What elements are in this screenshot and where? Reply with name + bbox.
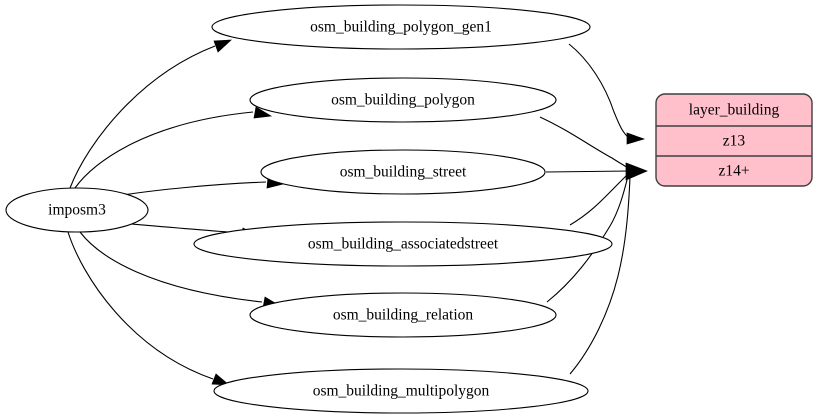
edge-imposm3-to-osm-building-polygon[interactable]	[74, 106, 273, 189]
edge-osm-building-associatedstreet-to-layer-z14[interactable]	[569, 172, 630, 226]
node-osm-building-multipolygon[interactable]: osm_building_multipolygon	[213, 368, 589, 414]
node-layer-building[interactable]: layer_building z13 z14+	[655, 93, 813, 187]
osm-building-polygon-label: osm_building_polygon	[331, 92, 475, 109]
layer-building-name-label: layer_building	[689, 102, 780, 119]
node-osm-building-polygon[interactable]: osm_building_polygon	[249, 77, 557, 123]
arrowhead-layer-z14-inbound	[625, 162, 648, 181]
osm-building-street-label: osm_building_street	[340, 164, 467, 181]
imposm3-label: imposm3	[48, 202, 106, 219]
node-osm-building-polygon-gen1[interactable]: osm_building_polygon_gen1	[211, 4, 591, 50]
osm-building-relation-label: osm_building_relation	[333, 307, 474, 324]
edge-group-tables-to-layer	[539, 43, 648, 375]
osm-building-multipolygon-ellipse	[213, 368, 589, 414]
osm-building-multipolygon-label: osm_building_multipolygon	[313, 383, 490, 400]
osm-building-associatedstreet-ellipse	[193, 221, 613, 267]
edge-osm-building-relation-to-layer-z14[interactable]	[546, 175, 629, 303]
node-osm-building-street[interactable]: osm_building_street	[260, 149, 546, 195]
edge-osm-building-multipolygon-to-layer-z14[interactable]	[569, 176, 631, 375]
osm-building-relation-ellipse	[249, 292, 557, 338]
node-osm-building-relation[interactable]: osm_building_relation	[249, 292, 557, 338]
edge-imposm3-to-osm-building-multipolygon[interactable]	[67, 231, 231, 386]
osm-building-associatedstreet-label: osm_building_associatedstreet	[308, 236, 499, 253]
node-imposm3[interactable]: imposm3	[5, 187, 149, 233]
osm-building-polygon-gen1-ellipse	[211, 4, 591, 50]
layer-building-z14-plus-label: z14+	[718, 163, 749, 180]
node-osm-building-associatedstreet[interactable]: osm_building_associatedstreet	[193, 221, 613, 267]
edge-osm-building-polygon-to-layer-z14[interactable]	[539, 116, 629, 169]
layer-building-box	[655, 93, 813, 187]
osm-building-polygon-gen1-label: osm_building_polygon_gen1	[310, 19, 492, 36]
osm-building-street-ellipse	[260, 149, 546, 195]
layer-building-z13-label: z13	[723, 133, 746, 150]
edge-imposm3-to-osm-building-polygon-gen1[interactable]	[69, 39, 232, 189]
edge-osm-building-street-to-layer-z14[interactable]	[545, 170, 631, 173]
edge-imposm3-to-osm-building-street[interactable]	[116, 176, 285, 197]
osm-building-polygon-ellipse	[249, 77, 557, 123]
edge-osm-building-polygon-gen1-to-layer-z13[interactable]	[568, 43, 646, 145]
imposm3-ellipse	[5, 187, 149, 233]
